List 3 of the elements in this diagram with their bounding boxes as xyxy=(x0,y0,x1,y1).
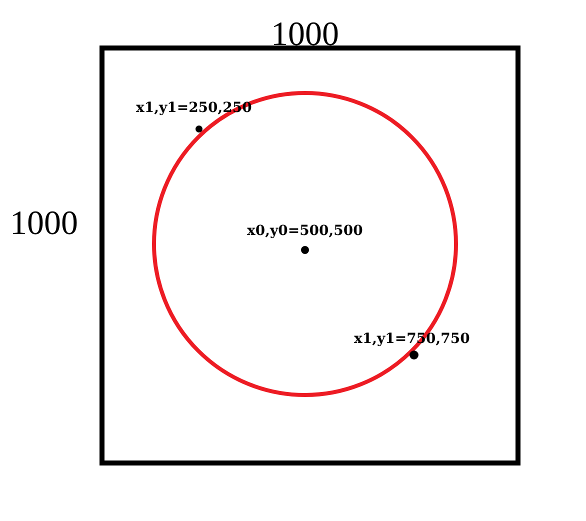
point-label: x0,y0=500,500 xyxy=(247,224,363,238)
width-dimension: 1000 xyxy=(271,18,339,52)
height-dimension: 1000 xyxy=(10,207,78,241)
